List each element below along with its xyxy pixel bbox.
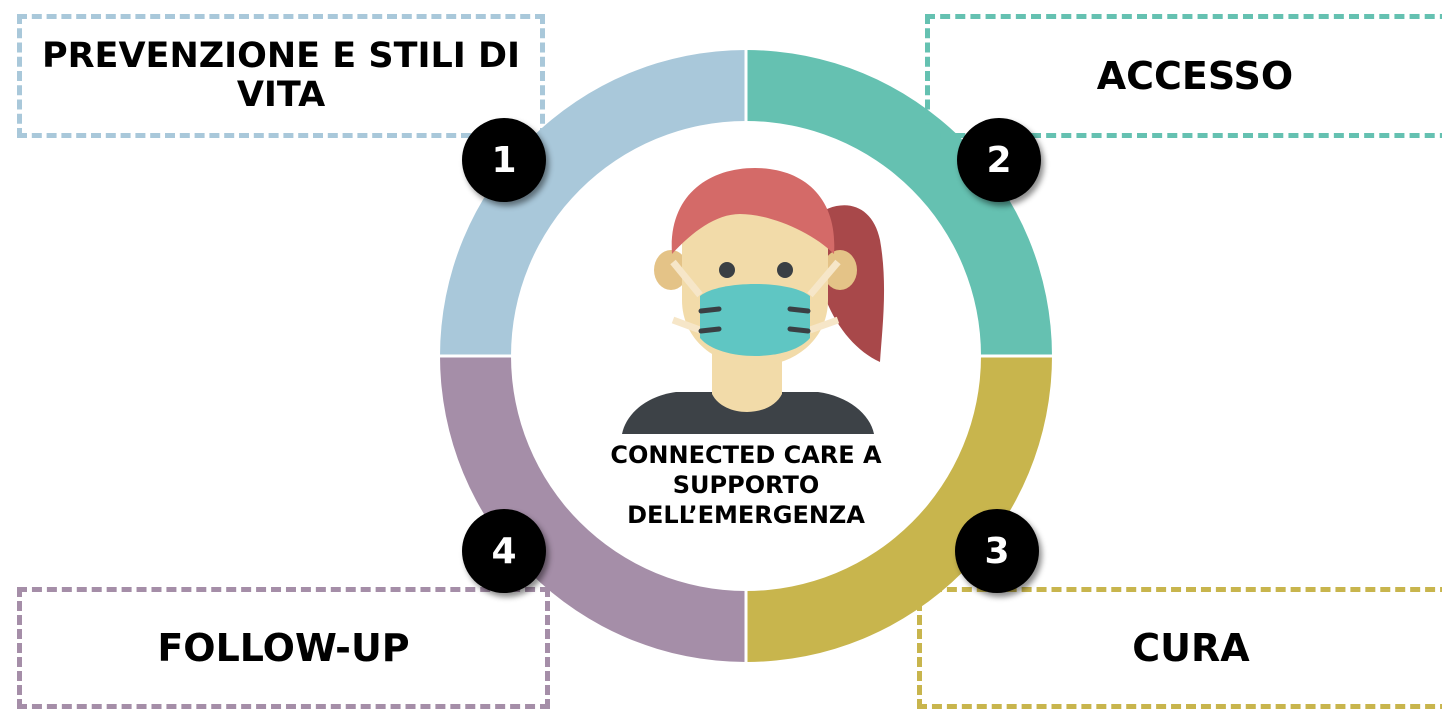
label-access: ACCESSO: [1096, 53, 1294, 98]
step-marker-4: 4: [462, 509, 546, 593]
ring-segment-followup: [440, 356, 746, 662]
ring-segment-cure: [746, 356, 1052, 662]
label-cure: CURA: [1132, 625, 1250, 670]
woman-with-face-mask-icon: [622, 168, 885, 434]
label-followup: FOLLOW-UP: [157, 625, 410, 670]
center-title: CONNECTED CARE A SUPPORTO DELL’EMERGENZA: [610, 441, 882, 529]
box-access: ACCESSO: [925, 14, 1442, 138]
box-followup: FOLLOW-UP: [17, 587, 550, 709]
step-marker-3: 3: [955, 509, 1039, 593]
ring-segment-access: [746, 50, 1052, 356]
step-marker-1: 1: [462, 118, 546, 202]
ring-segment-prevention: [440, 50, 746, 356]
box-prevention: PREVENZIONE E STILI DI VITA: [17, 14, 545, 138]
step-marker-2: 2: [957, 118, 1041, 202]
label-prevention: PREVENZIONE E STILI DI VITA: [41, 35, 521, 115]
box-cure: CURA: [917, 587, 1442, 709]
